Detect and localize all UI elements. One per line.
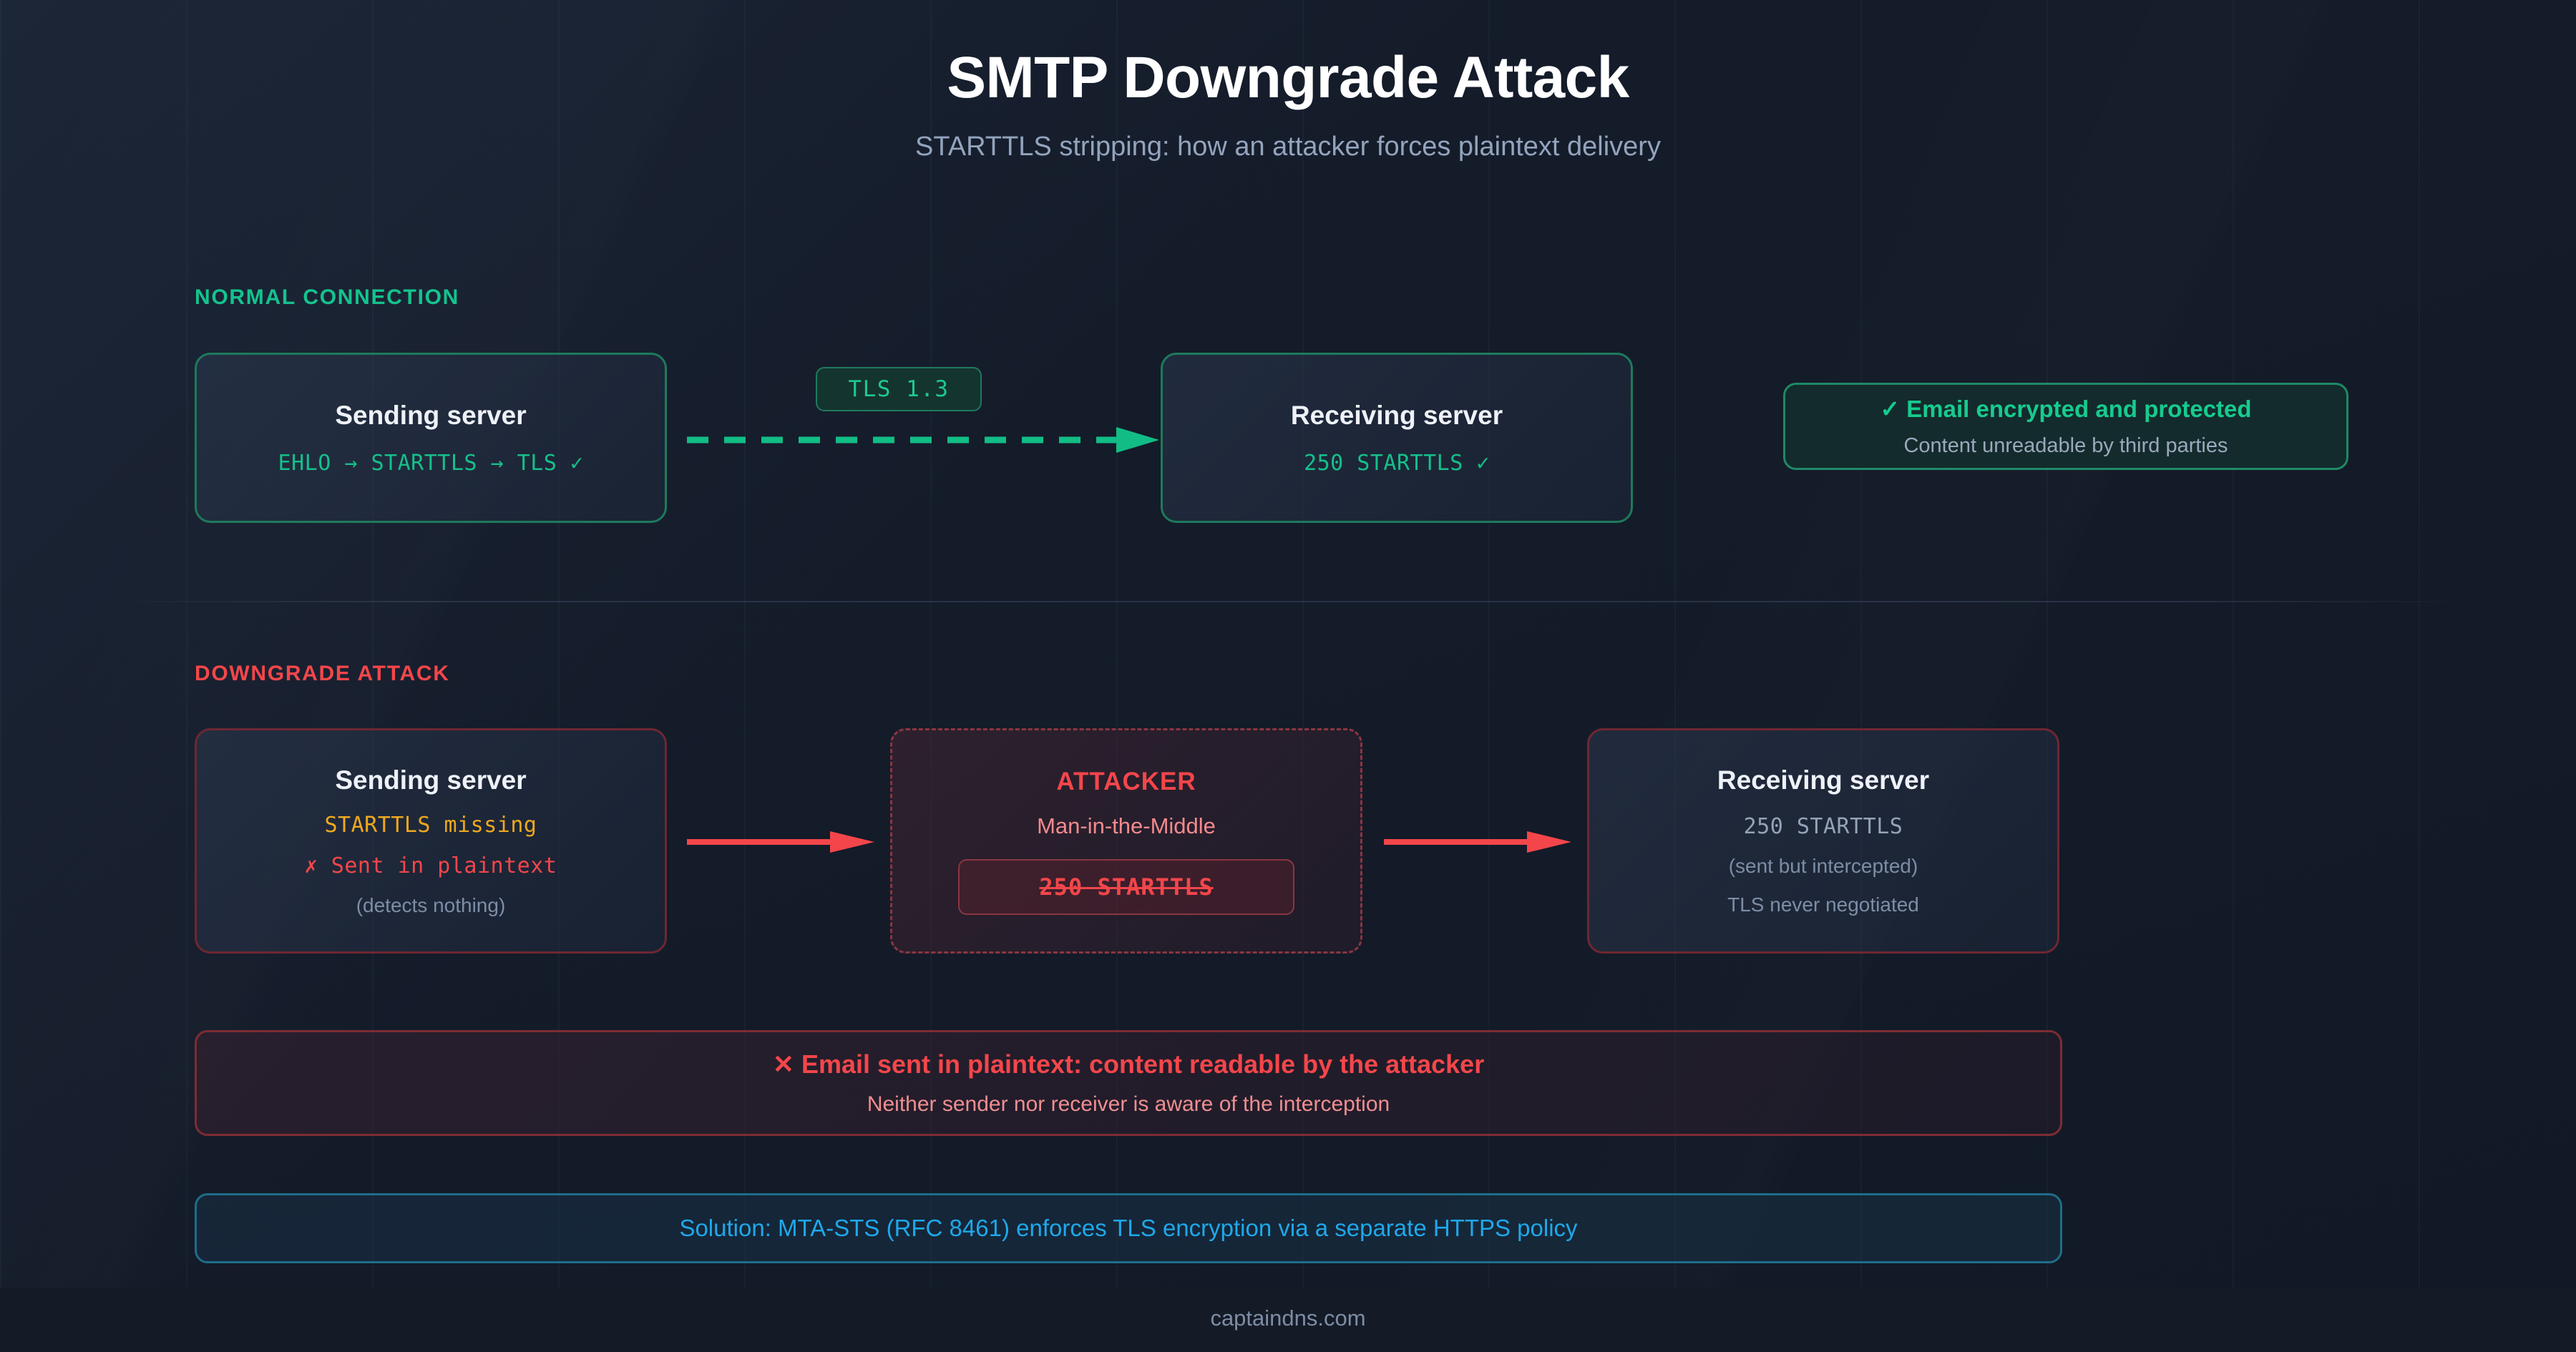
node-receiving-server-attack: Receiving server 250 STARTTLS (sent but … [1587, 728, 2059, 954]
arrow-encrypted-channel-icon [687, 427, 1159, 453]
node-detail-response: 250 STARTTLS [1743, 814, 1903, 839]
footer-band [0, 1288, 2576, 1352]
callout-success-title: ✓ Email encrypted and protected [1880, 396, 2252, 422]
stripped-command-badge: 250 STARTTLS [958, 858, 1294, 915]
page-subtitle: STARTTLS stripping: how an attacker forc… [915, 132, 1661, 162]
node-attacker: ATTACKER Man-in-the-Middle 250 STARTTLS [890, 728, 1362, 954]
section-label-downgrade-attack: DOWNGRADE ATTACK [195, 662, 450, 685]
node-title: Sending server [335, 765, 527, 795]
node-detail-sent-plaintext: ✗ Sent in plaintext [304, 853, 557, 878]
node-sending-server-normal: Sending server EHLO → STARTTLS → TLS ✓ [195, 353, 667, 523]
node-detail-no-tls: TLS never negotiated [1727, 893, 1919, 916]
node-detail-response: 250 STARTTLS ✓ [1304, 450, 1490, 476]
callout-solution: Solution: MTA-STS (RFC 8461) enforces TL… [195, 1193, 2062, 1263]
node-detail-detects-nothing: (detects nothing) [356, 893, 506, 916]
stripped-command-text: 250 STARTTLS [1039, 873, 1214, 901]
section-divider [132, 601, 2451, 602]
node-title: Receiving server [1290, 400, 1503, 430]
callout-alert-subtitle: Neither sender nor receiver is aware of … [867, 1092, 1390, 1116]
page-title: SMTP Downgrade Attack [947, 45, 1629, 110]
node-detail-intercepted: (sent but intercepted) [1728, 855, 1918, 877]
node-title: Receiving server [1717, 765, 1930, 795]
node-detail-handshake: EHLO → STARTTLS → TLS ✓ [278, 450, 584, 476]
header: SMTP Downgrade Attack STARTTLS stripping… [0, 0, 2576, 162]
callout-alert: ✕ Email sent in plaintext: content reada… [195, 1030, 2062, 1136]
callout-alert-title: ✕ Email sent in plaintext: content reada… [772, 1049, 1485, 1079]
arrow-attacker-to-receiver-icon [1384, 831, 1571, 853]
node-receiving-server-normal: Receiving server 250 STARTTLS ✓ [1161, 353, 1633, 523]
callout-solution-text: Solution: MTA-STS (RFC 8461) enforces TL… [679, 1215, 1578, 1241]
node-title: Sending server [335, 400, 527, 430]
callout-success: ✓ Email encrypted and protected Content … [1783, 383, 2348, 470]
tls-version-badge: TLS 1.3 [816, 367, 982, 411]
arrow-sender-to-attacker-icon [687, 831, 874, 853]
node-sending-server-attack: Sending server STARTTLS missing ✗ Sent i… [195, 728, 667, 954]
footer-site-name: captaindns.com [1210, 1306, 1366, 1331]
attacker-subtitle: Man-in-the-Middle [1037, 813, 1216, 838]
section-label-normal-connection: NORMAL CONNECTION [195, 285, 460, 309]
node-detail-starttls-missing: STARTTLS missing [324, 812, 537, 838]
attacker-title: ATTACKER [1056, 767, 1196, 795]
callout-success-subtitle: Content unreadable by third parties [1903, 434, 2228, 457]
